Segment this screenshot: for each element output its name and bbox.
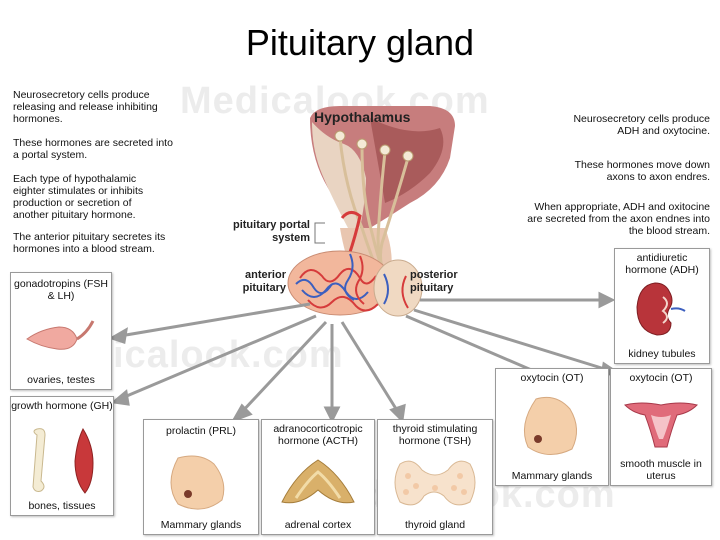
bone-muscle-icon [32, 427, 94, 494]
right-note-1: Neurosecretory cells produce ADH and oxy… [573, 113, 710, 137]
acth-title: adranocorticotropic hormone (ACTH) [273, 423, 363, 447]
tsh-box: thyroid stimulating hormone (TSH) thyroi… [377, 419, 493, 535]
anterior-pituitary-label: anterior pituitary [242, 269, 286, 294]
gonadotropins-caption: ovaries, testes [27, 374, 95, 386]
growth-hormone-box: growth hormone (GH) bones, tissues [10, 396, 114, 516]
oxytocin-uterus-box: oxytocin (OT) smooth muscle in uterus [610, 368, 712, 486]
gonadotropins-title: gonadotropins (FSH & LH) [14, 278, 108, 302]
ovary-icon [26, 320, 95, 350]
adh-box: antidiuretic hormone (ADH) kidney tubule… [614, 248, 710, 364]
left-note-1: Neurosecretory cells produce releasing a… [13, 89, 158, 125]
prolactin-caption: Mammary glands [160, 519, 242, 531]
growth-hormone-title: growth hormone (GH) [11, 400, 113, 412]
page-title: Pituitary gland [245, 22, 475, 63]
adrenal-icon [281, 459, 355, 504]
prolactin-title: prolactin (PRL) [165, 425, 237, 437]
growth-hormone-caption: bones, tissues [28, 500, 96, 512]
posterior-pituitary-label: posterior pituitary [410, 269, 458, 294]
left-note-2: These hormones are secreted into a porta… [13, 137, 173, 161]
left-note-3: Each type of hypothalamic eighter stimul… [13, 173, 144, 221]
breast-icon [170, 455, 225, 510]
right-note-3: When appropriate, ADH and oxitocine are … [527, 201, 710, 237]
uterus-icon [624, 402, 698, 448]
oxytocin-uterus-title: oxytocin (OT) [629, 372, 693, 384]
diagram-panel: Medicalook.com Medicalook.com Medicalook… [10, 78, 714, 536]
acth-box: adranocorticotropic hormone (ACTH) adren… [261, 419, 375, 535]
prolactin-box: prolactin (PRL) Mammary glands [143, 419, 259, 535]
thyroid-icon [394, 460, 476, 506]
oxytocin-mammary-box: oxytocin (OT) Mammary glands [495, 368, 609, 486]
acth-caption: adrenal cortex [284, 519, 352, 531]
breast-icon [523, 396, 577, 455]
kidney-icon [636, 282, 686, 336]
oxytocin-uterus-caption: smooth muscle in uterus [620, 458, 702, 482]
tsh-caption: thyroid gland [404, 519, 466, 531]
gonadotropins-box: gonadotropins (FSH & LH) ovaries, testes [10, 272, 112, 390]
pituitary-illustration [108, 106, 620, 424]
oxytocin-mammary-title: oxytocin (OT) [520, 372, 584, 384]
left-note-4: The anterior pituitary secretes its horm… [13, 231, 166, 255]
tsh-title: thyroid stimulating hormone (TSH) [392, 423, 478, 447]
right-note-2: These hormones move down axons to axon e… [574, 159, 710, 183]
oxytocin-mammary-caption: Mammary glands [511, 470, 593, 482]
adh-title: antidiuretic hormone (ADH) [625, 252, 699, 276]
portal-system-label: pituitary portal system [232, 219, 310, 244]
adh-caption: kidney tubules [628, 348, 696, 360]
hypothalamus-label: Hypothalamus [314, 109, 411, 125]
